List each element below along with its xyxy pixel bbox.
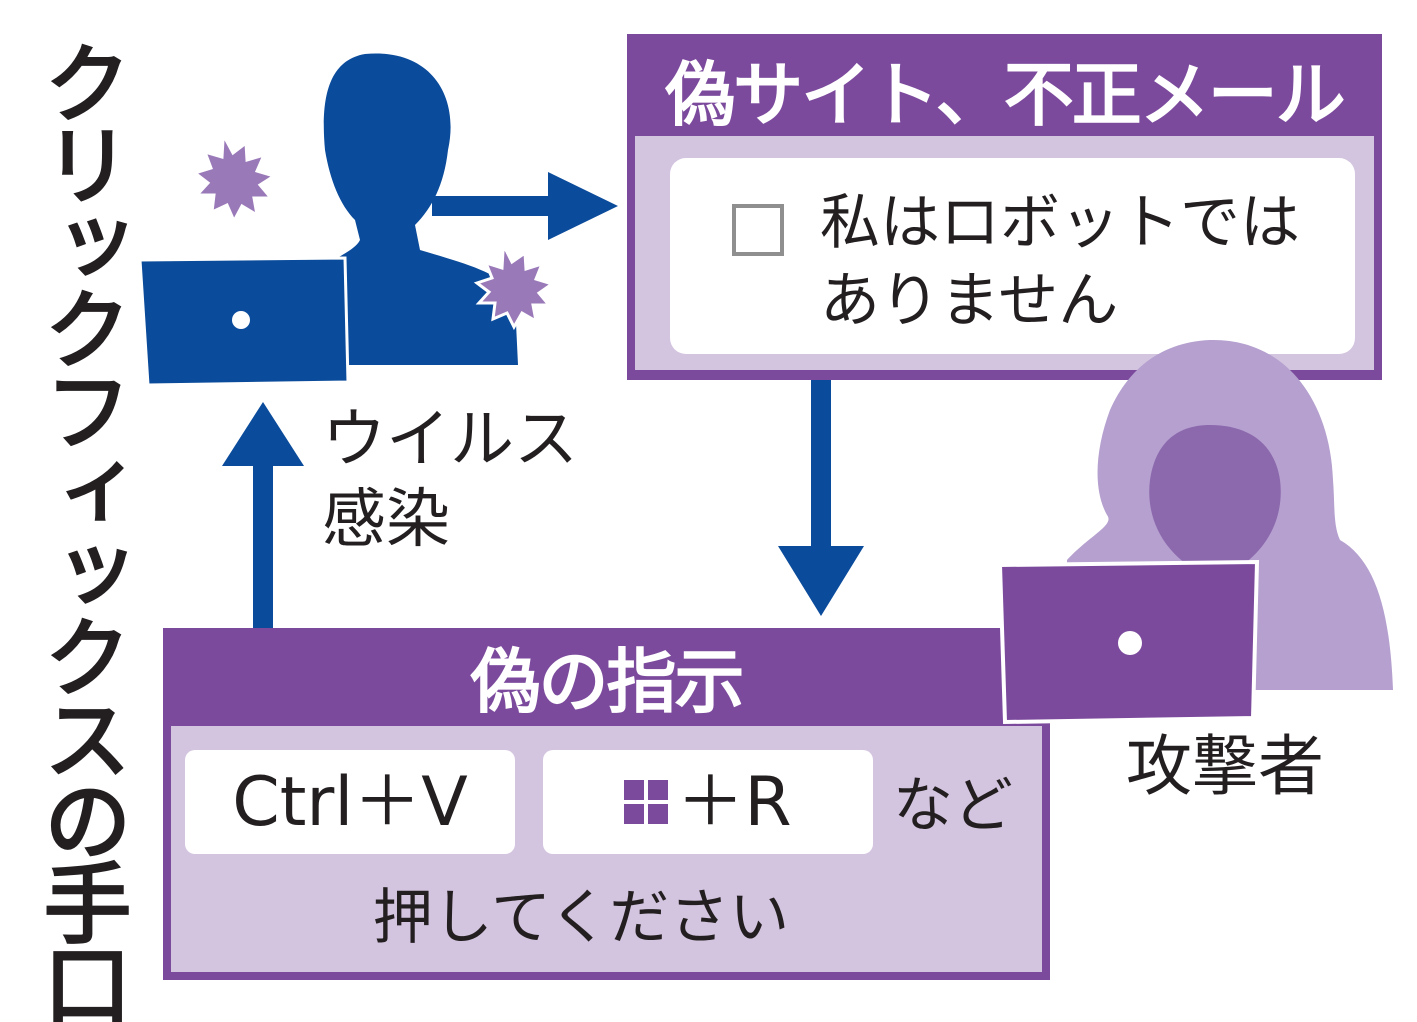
attacker-illustration — [997, 339, 1393, 725]
diagram-title: クリックフィックスの手口 — [29, 38, 132, 1022]
windows-logo-icon — [624, 780, 669, 825]
laptop-icon — [997, 559, 1260, 725]
virus-burst-icon — [473, 245, 556, 331]
fake-site-title: 偽サイト、不正メール — [665, 54, 1346, 136]
captcha-box: 私はロボットでは ありません — [670, 158, 1355, 354]
etc-label: など — [893, 771, 1013, 841]
key-combo-ctrl-v: Ctrl＋V — [185, 750, 515, 854]
arrow-up — [222, 402, 304, 628]
fake-site-body: 私はロボットでは ありません — [635, 136, 1374, 370]
laptop-icon — [140, 256, 350, 387]
captcha-text: 私はロボットでは ありません — [820, 184, 1340, 340]
virus-burst-icon — [191, 135, 278, 225]
virus-label-line-1: ウイルス — [322, 403, 578, 477]
fake-instruction-panel: 偽の指示 Ctrl＋V ＋R など 押してください — [163, 628, 1050, 980]
checkbox-icon[interactable] — [732, 204, 784, 256]
fake-instruction-body: Ctrl＋V ＋R など 押してください — [171, 726, 1042, 972]
arrow-down — [778, 380, 864, 616]
captcha-line-2: ありません — [820, 266, 1119, 336]
virus-label-line-2: 感染 — [322, 483, 450, 557]
fake-site-panel: 偽サイト、不正メール 私はロボットでは ありません — [627, 34, 1382, 380]
fake-instruction-title: 偽の指示 — [470, 641, 745, 723]
key-combo-win-r-label: ＋R — [676, 763, 792, 842]
captcha-line-1: 私はロボットでは — [820, 188, 1300, 258]
attacker-label: 攻撃者 — [1126, 728, 1324, 805]
arrow-right — [432, 172, 618, 240]
press-instruction: 押してください — [372, 883, 790, 953]
virus-infection-label: ウイルス 感染 — [322, 400, 578, 560]
person-silhouette-icon — [318, 53, 518, 366]
victim-illustration — [140, 53, 556, 387]
key-combo-win-r: ＋R — [543, 750, 873, 854]
